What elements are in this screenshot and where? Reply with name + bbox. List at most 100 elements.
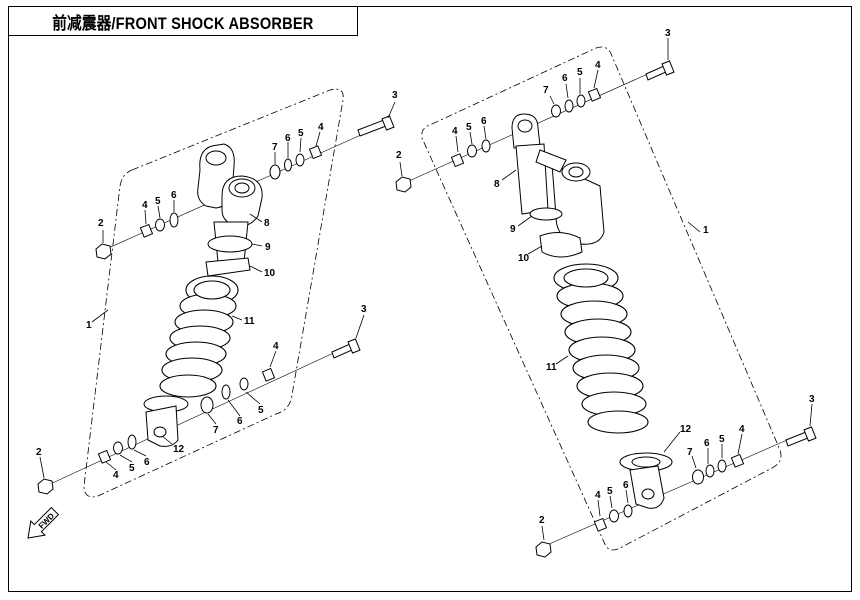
right-top-seal-r xyxy=(564,99,574,113)
callout-right-bush-top-r: 7 xyxy=(543,85,549,96)
callout-left-bush-top-r: 7 xyxy=(272,142,278,153)
callout-right-washer-top-r: 5 xyxy=(577,67,583,78)
callout-left-seat: 12 xyxy=(173,444,185,455)
callout-left-spacer-low-r: 4 xyxy=(273,341,279,352)
right-lower-axis xyxy=(539,429,811,549)
left-top-seal-r xyxy=(284,158,292,172)
right-lower-eye xyxy=(619,452,673,509)
left-top-nut xyxy=(95,243,112,260)
callout-left-bush-low-r: 7 xyxy=(213,425,219,436)
callout-right-ring9: 9 xyxy=(510,224,516,235)
callout-right-seal-low-r: 6 xyxy=(704,438,710,449)
callout-left-washer-low-l: 5 xyxy=(129,463,135,474)
callout-left-seal-top-l: 6 xyxy=(171,190,177,201)
left-low-spacer-l xyxy=(97,449,112,464)
right-top-washer-r xyxy=(576,94,586,108)
right-lower-bolt xyxy=(785,426,817,447)
right-shock-assembly xyxy=(395,38,817,558)
callout-left-bolt-lower: 3 xyxy=(361,304,367,315)
callout-left-washer-low-r: 5 xyxy=(258,405,264,416)
right-top-bush-r xyxy=(551,104,561,118)
left-lower-bolt xyxy=(331,338,361,359)
callout-right-bolt-lower: 3 xyxy=(809,394,815,405)
callout-right-nut-top: 2 xyxy=(396,150,402,161)
left-top-seal-l xyxy=(169,212,179,228)
left-lower-nut xyxy=(37,478,54,495)
right-upper-mount xyxy=(511,113,605,245)
right-ring-9 xyxy=(529,207,563,221)
right-spring xyxy=(553,263,649,434)
callout-right-retainer: 10 xyxy=(518,253,530,264)
callout-left-washer-top-l: 5 xyxy=(155,196,161,207)
right-callouts: 1 2 3 4 5 6 7 4 5 6 8 9 10 11 12 3 4 5 6… xyxy=(396,28,815,526)
left-low-washer-r xyxy=(239,377,249,391)
left-top-bolt xyxy=(357,115,395,137)
right-top-nut xyxy=(395,176,412,193)
right-low-seal-l xyxy=(623,504,633,518)
left-lower-axis xyxy=(45,349,341,487)
callout-right-bolt-top: 3 xyxy=(665,28,671,39)
right-low-bush-r xyxy=(692,469,704,485)
right-top-bolt xyxy=(645,60,675,81)
callout-right-seal-top-l: 6 xyxy=(481,116,487,127)
callout-right-assembly: 1 xyxy=(703,225,709,236)
right-assembly-boundary xyxy=(421,46,782,551)
right-lower-nut xyxy=(535,541,552,558)
right-low-seal-r xyxy=(705,464,715,478)
callout-right-seal-low-l: 6 xyxy=(623,480,629,491)
callout-right-spring: 11 xyxy=(546,362,557,373)
left-retainer-10 xyxy=(205,257,251,277)
callout-left-retainer: 10 xyxy=(264,268,276,279)
callout-right-washer-top-l: 5 xyxy=(466,122,472,133)
right-low-spacer-l xyxy=(593,517,608,532)
right-low-spacer-r xyxy=(730,453,745,468)
left-assembly-boundary xyxy=(83,88,344,498)
fwd-arrow-icon: FWD xyxy=(27,506,60,539)
right-top-spacer-l xyxy=(450,153,465,168)
callout-right-seat: 12 xyxy=(680,424,692,435)
callout-left-spacer-low-l: 4 xyxy=(113,470,119,481)
callout-left-nut-lower: 2 xyxy=(36,447,42,458)
callout-right-spacer-top-l: 4 xyxy=(452,126,458,137)
left-low-bush-r xyxy=(200,396,214,414)
left-lower-eye xyxy=(143,395,189,447)
left-callouts: 1 2 3 4 5 6 7 4 5 6 8 9 10 11 12 3 4 5 6… xyxy=(36,90,398,481)
left-top-washer-r xyxy=(295,153,305,167)
left-low-seal-r xyxy=(221,384,231,400)
callout-left-ring9: 9 xyxy=(265,242,271,253)
right-retainer-10 xyxy=(539,232,583,258)
right-top-washer-l xyxy=(467,144,477,158)
callout-left-nut-top: 2 xyxy=(98,218,104,229)
callout-right-cap: 8 xyxy=(494,179,500,190)
callout-right-bush-low-r: 7 xyxy=(687,447,693,458)
callout-left-assembly: 1 xyxy=(86,320,92,331)
left-shock-assembly xyxy=(37,88,396,498)
right-low-washer-l xyxy=(609,509,619,523)
left-ring-9 xyxy=(207,235,253,253)
callout-left-spring: 11 xyxy=(244,316,255,327)
left-top-spacer-r xyxy=(308,145,323,160)
right-top-seal-l xyxy=(481,139,491,153)
callout-left-washer-top-r: 5 xyxy=(298,128,304,139)
callout-right-nut-lower: 2 xyxy=(539,515,545,526)
right-top-spacer-r xyxy=(587,87,602,102)
callout-right-spacer-low-r: 4 xyxy=(739,424,745,435)
callout-right-spacer-low-l: 4 xyxy=(595,490,601,501)
callout-left-seal-low-r: 6 xyxy=(237,416,243,427)
callout-left-bolt-top: 3 xyxy=(392,90,398,101)
callout-right-seal-top-r: 6 xyxy=(562,73,568,84)
left-top-washer-l xyxy=(155,218,165,232)
callout-right-washer-low-r: 5 xyxy=(719,434,725,445)
left-low-spacer-r xyxy=(261,367,276,382)
callout-left-spacer-top-r: 4 xyxy=(318,122,324,133)
callout-left-spacer-top-l: 4 xyxy=(142,200,148,211)
callout-left-seal-top-r: 6 xyxy=(285,133,291,144)
left-low-seal-l xyxy=(127,434,137,450)
callout-right-washer-low-l: 5 xyxy=(607,486,613,497)
callout-right-spacer-top-r: 4 xyxy=(595,60,601,71)
left-top-spacer-l xyxy=(139,223,154,238)
title-box: 前减震器/FRONT SHOCK ABSORBER xyxy=(8,6,358,36)
callout-left-seal-low-l: 6 xyxy=(144,457,150,468)
